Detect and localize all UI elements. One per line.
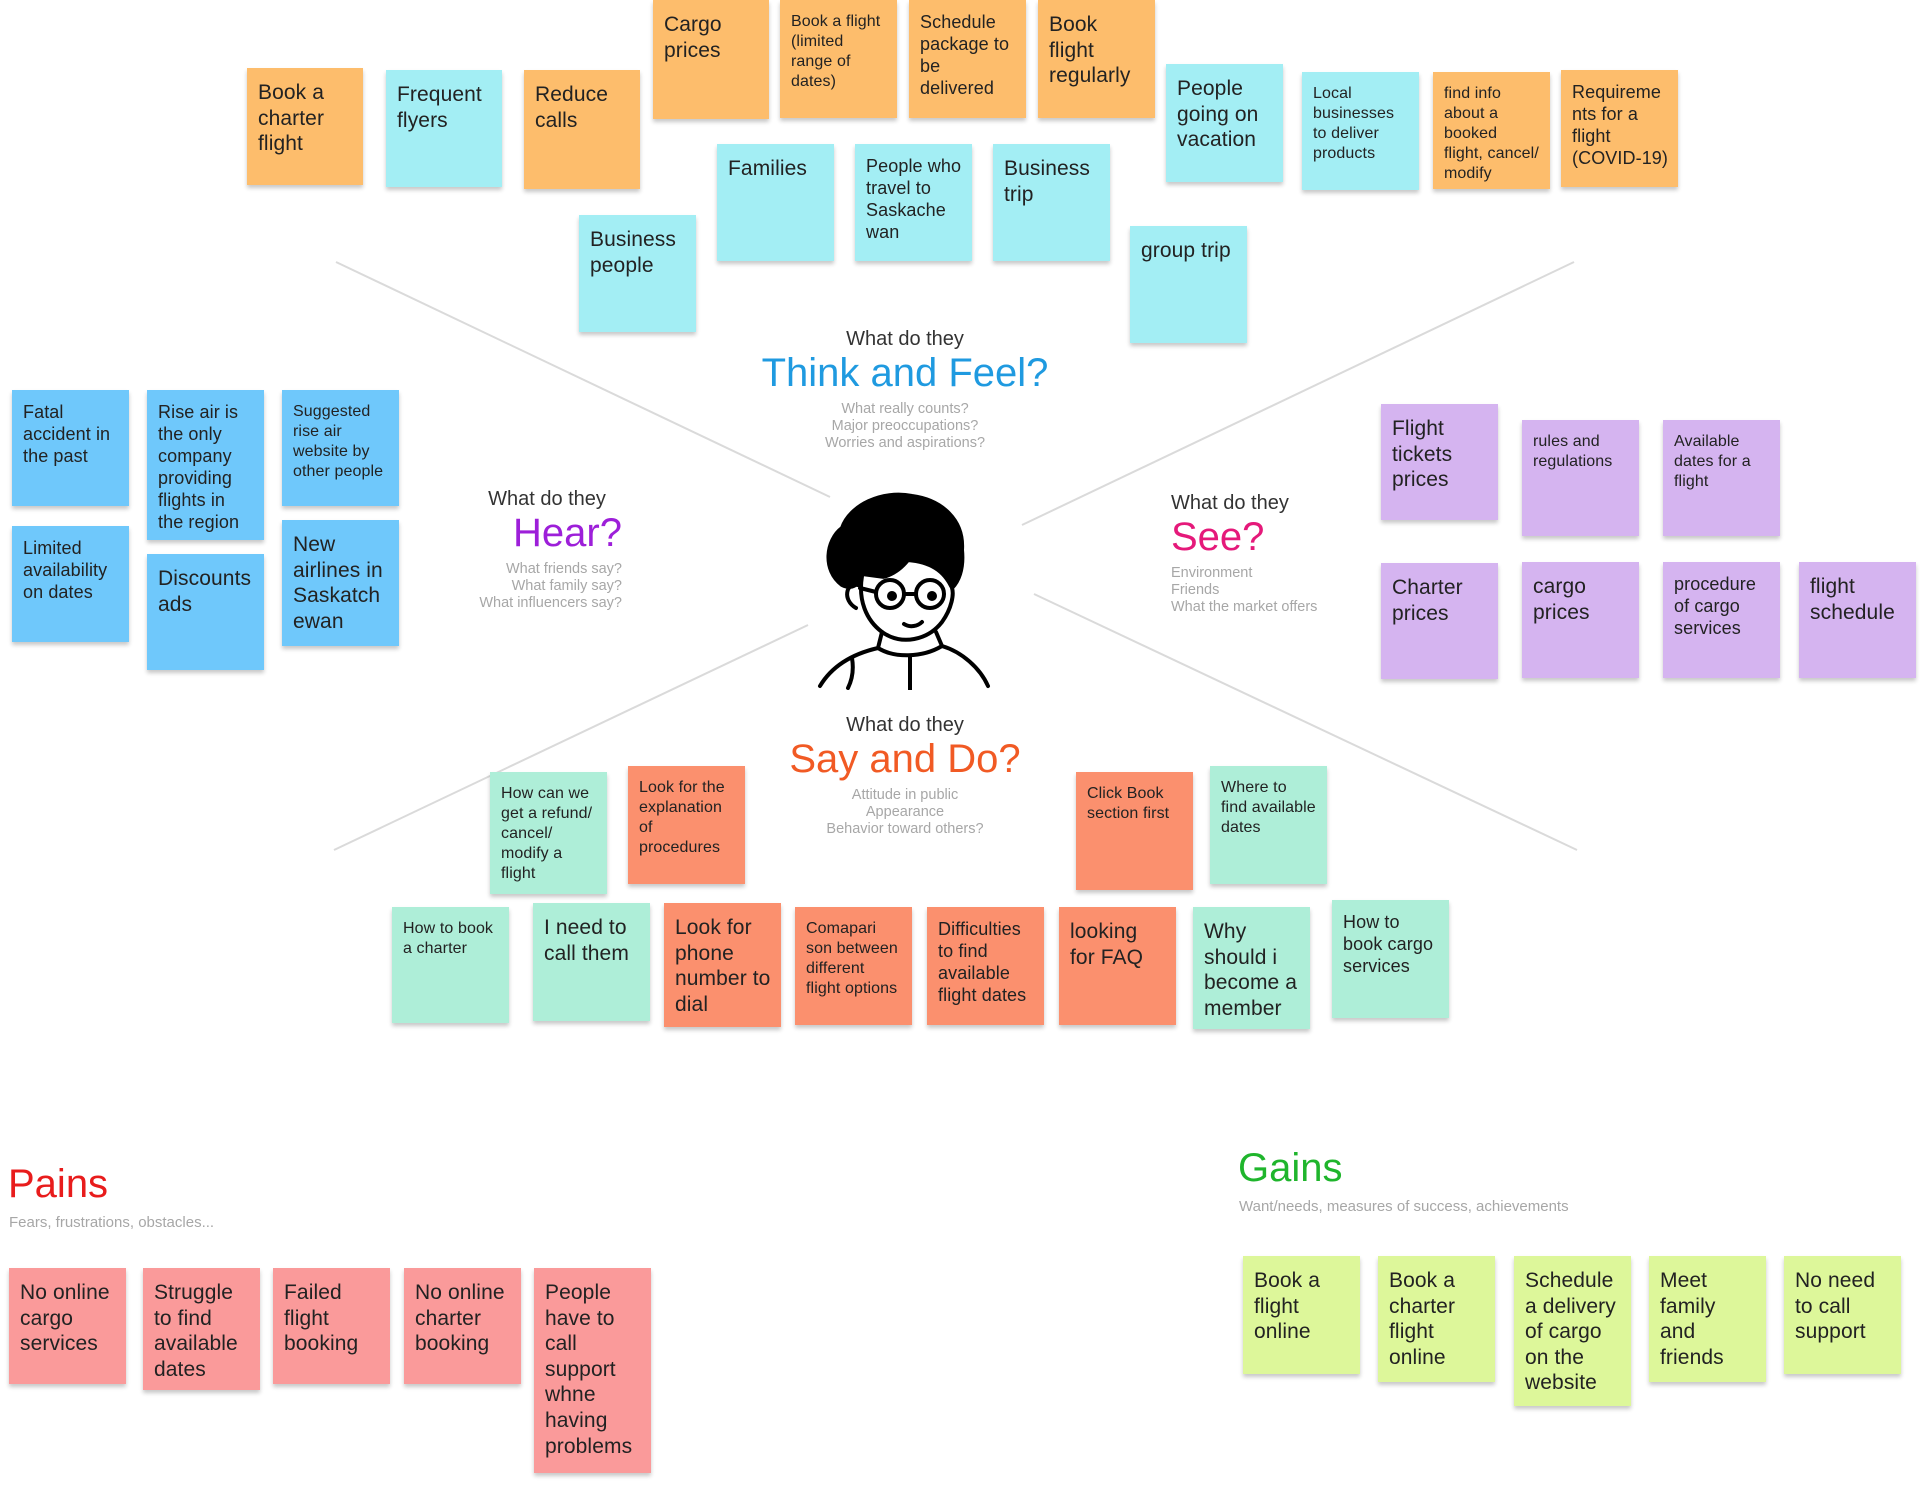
sticky-note[interactable]: Families [717,144,834,261]
sticky-note[interactable]: Limited availability on dates [12,526,129,642]
gains-subtitle: Want/needs, measures of success, achieve… [1239,1198,1569,1215]
see-subtitle: Environment Friends What the market offe… [1171,565,1318,616]
sticky-note[interactable]: How can we get a refund/ cancel/ modify … [490,772,607,894]
sticky-note[interactable]: Business trip [993,144,1110,261]
sticky-note[interactable]: Suggested rise air website by other peop… [282,390,399,506]
sticky-note[interactable]: cargo prices [1522,562,1639,678]
sticky-note[interactable]: Requireme nts for a flight (COVID-19) [1561,70,1678,187]
sticky-note[interactable]: Book flight regularly [1038,0,1155,118]
divider-line-top-right [1021,261,1575,526]
think-feel-subtitle: What really counts? Major preoccupations… [824,401,986,452]
sticky-note[interactable]: People going on vacation [1166,64,1283,182]
say-pre-label: What do they [846,714,964,736]
sticky-note[interactable]: How to book cargo services [1332,900,1449,1018]
sticky-note[interactable]: Business people [579,215,696,332]
sticky-note[interactable]: No online charter booking [404,1268,521,1384]
sticky-note[interactable]: Charter prices [1381,563,1498,679]
divider-line-bottom-left [333,624,809,851]
hear-pre-label: What do they [488,488,606,510]
sticky-note[interactable]: procedure of cargo services [1663,562,1780,678]
sticky-note[interactable]: I need to call them [533,903,650,1021]
sticky-note[interactable]: Frequent flyers [386,70,502,187]
sticky-note[interactable]: Click Book section first [1076,772,1193,890]
person-with-glasses-icon [818,492,990,690]
sticky-note[interactable]: Schedule a delivery of cargo on the webs… [1514,1256,1631,1406]
sticky-note[interactable]: Comapari son between different flight op… [795,907,912,1025]
pains-title: Pains [8,1162,109,1206]
sticky-note[interactable]: How to book a charter [392,907,509,1023]
sticky-note[interactable]: People have to call support whne having … [534,1268,651,1473]
sticky-note[interactable]: Look for phone number to dial [664,903,781,1027]
think-feel-header: What do they Think and Feel? What really… [740,328,1070,452]
sticky-note[interactable]: Schedule package to be delivered [909,0,1026,118]
gains-title: Gains [1238,1146,1343,1190]
see-header: What do they See? Environment Friends Wh… [1171,492,1371,616]
see-pre-label: What do they [1171,492,1289,514]
divider-line-top-left [335,261,831,498]
sticky-note[interactable]: Look for the explanation of procedures [628,766,745,884]
sticky-note[interactable]: Discounts ads [147,554,264,670]
sticky-note[interactable]: Fatal accident in the past [12,390,129,506]
sticky-note[interactable]: Book a flight online [1243,1256,1360,1374]
say-do-title: Say and Do? [789,737,1021,781]
divider-line-bottom-right [1033,593,1578,851]
sticky-note[interactable]: Where to find available dates [1210,766,1327,884]
hear-title: Hear? [513,511,622,555]
sticky-note[interactable]: Why should i become a member [1193,907,1310,1029]
hear-header: What do they Hear? What friends say? Wha… [442,488,622,612]
sticky-note[interactable]: Reduce calls [524,70,640,189]
sticky-note[interactable]: Book a charter flight online [1378,1256,1495,1382]
sticky-note[interactable]: No online cargo services [9,1268,126,1384]
sticky-note[interactable]: Meet family and friends [1649,1256,1766,1382]
sticky-note[interactable]: People who travel to Saskache wan [855,144,972,261]
sticky-note[interactable]: looking for FAQ [1059,907,1176,1025]
sticky-note[interactable]: Local businesses to deliver products [1302,72,1419,190]
sticky-note[interactable]: Cargo prices [653,0,769,119]
sticky-note[interactable]: Flight tickets prices [1381,404,1498,520]
sticky-note[interactable]: Rise air is the only company providing f… [147,390,264,540]
hear-subtitle: What friends say? What family say? What … [479,561,622,612]
pains-subtitle: Fears, frustrations, obstacles... [9,1214,215,1231]
sticky-note[interactable]: group trip [1130,226,1247,343]
sticky-note[interactable]: No need to call support [1784,1256,1901,1374]
sticky-note[interactable]: rules and regulations [1522,420,1639,536]
sticky-note[interactable]: Book a flight (limited range of dates) [780,0,897,118]
sticky-note[interactable]: New airlines in Saskatch ewan [282,520,399,646]
sticky-note[interactable]: flight schedule [1799,562,1916,678]
think-pre-label: What do they [846,328,964,350]
say-do-subtitle: Attitude in public Appearance Behavior t… [826,787,984,838]
sticky-note[interactable]: Book a charter flight [247,68,363,185]
see-title: See? [1171,515,1265,559]
sticky-note[interactable]: Failed flight booking [273,1268,390,1384]
sticky-note[interactable]: Struggle to find available dates [143,1268,260,1390]
sticky-note[interactable]: find info about a booked flight, cancel/… [1433,72,1550,189]
sticky-note[interactable]: Difficulties to find available flight da… [927,907,1044,1025]
say-do-header: What do they Say and Do? Attitude in pub… [740,714,1070,838]
think-feel-title: Think and Feel? [761,351,1049,395]
sticky-note[interactable]: Available dates for a flight [1663,420,1780,536]
